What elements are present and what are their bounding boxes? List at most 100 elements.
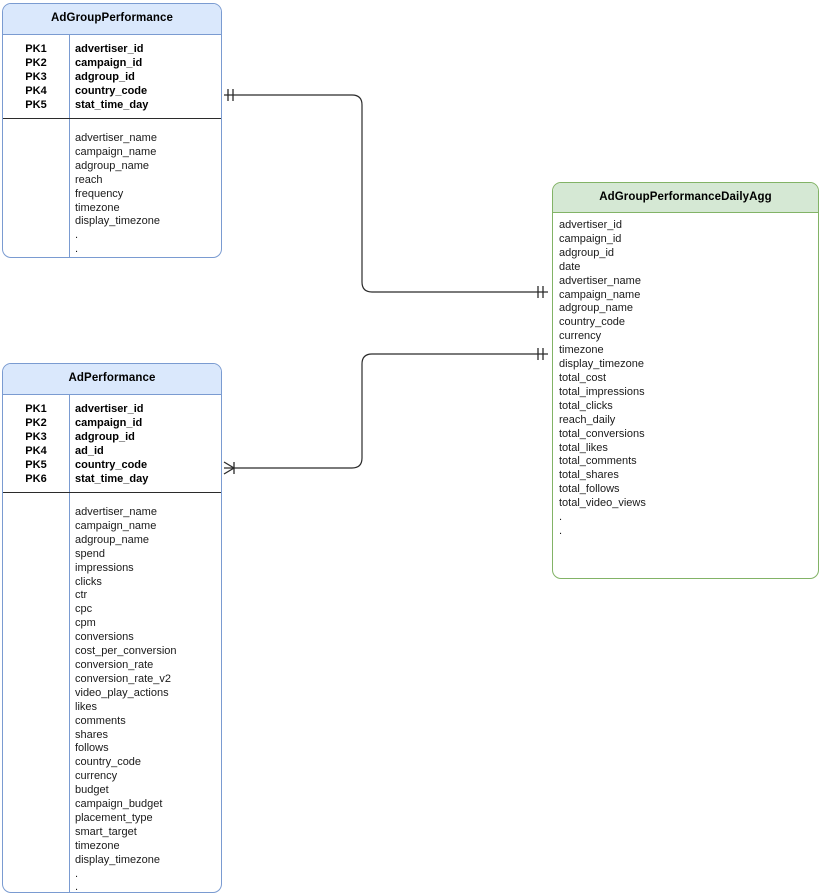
attribute-row: total_follows [559, 483, 620, 496]
attribute-row: . [75, 243, 79, 256]
pk-section-divider [3, 492, 221, 493]
attribute-row: cpm [75, 617, 96, 630]
attribute-row: advertiser_name [75, 132, 157, 144]
attribute-row: ctr [75, 589, 88, 602]
attribute-row: follows [75, 742, 109, 755]
primary-key-field: campaign_id [75, 56, 143, 69]
attribute-row: conversions [75, 631, 134, 644]
attribute-row: smart_target [75, 825, 137, 838]
attribute-row: frequency [75, 187, 124, 200]
attribute-row: total_comments [559, 455, 637, 468]
primary-key-field: adgroup_id [75, 70, 135, 83]
attribute-row: budget [75, 784, 109, 797]
entity-adgroupperformancedailyagg[interactable]: AdGroupPerformanceDailyAgg advertiser_id… [552, 182, 819, 579]
primary-key-field: advertiser_id [75, 43, 144, 55]
attribute-row: . [559, 524, 563, 537]
primary-key-field: advertiser_id [75, 403, 144, 415]
pk-section-divider [3, 118, 221, 119]
primary-key-field: stat_time_day [75, 472, 149, 485]
attribute-row: . [559, 511, 563, 524]
attribute-row: clicks [75, 575, 102, 588]
primary-key-field: ad_id [75, 444, 104, 457]
attribute-row: impressions [75, 561, 134, 574]
attribute-row: . [75, 867, 79, 880]
primary-key-field: adgroup_id [75, 430, 135, 443]
attribute-row: total_shares [559, 469, 619, 482]
attribute-row: display_timezone [75, 215, 160, 228]
attribute-row: campaign_budget [75, 798, 163, 811]
attribute-row: placement_type [75, 811, 153, 824]
attribute-row: adgroup_name [75, 159, 150, 172]
entity-title-adgroupperformance: AdGroupPerformance [3, 4, 221, 35]
attribute-row: cost_per_conversion [75, 645, 177, 658]
attribute-row: campaign_name [75, 519, 157, 532]
relationship-line-adgroupperformance-dailyagg[interactable] [224, 89, 548, 298]
attribute-row: date [559, 260, 581, 273]
attribute-row: video_play_actions [75, 686, 169, 699]
attribute-row: campaign_name [559, 288, 641, 301]
attribute-row: conversion_rate [75, 658, 154, 671]
attribute-row: campaign_id [559, 232, 622, 245]
primary-key-label: PK6 [25, 472, 47, 485]
attribute-row: campaign_name [75, 145, 157, 158]
attribute-row: country_code [559, 316, 626, 329]
attribute-row: comments [75, 714, 126, 727]
attribute-row: conversion_rate_v2 [75, 672, 172, 685]
column-divider [69, 395, 70, 892]
primary-key-label: PK3 [25, 70, 47, 83]
primary-key-label: PK5 [25, 98, 47, 111]
cardinality-one-and-only-one-start [227, 89, 234, 101]
attribute-row: total_impressions [559, 385, 645, 398]
attribute-row: advertiser_name [559, 274, 641, 287]
attribute-row: total_conversions [559, 427, 645, 440]
primary-key-label: PK2 [25, 56, 47, 69]
primary-key-field: country_code [75, 458, 148, 471]
attribute-row: currency [75, 770, 118, 783]
entity-title-adgroupperformancedailyagg: AdGroupPerformanceDailyAgg [553, 183, 818, 213]
attribute-row: . [75, 229, 79, 242]
attribute-row: advertiser_id [559, 219, 622, 231]
attribute-row: reach_daily [559, 413, 616, 426]
primary-key-label: PK4 [25, 444, 47, 457]
attribute-row: adgroup_name [559, 302, 634, 315]
attribute-row: total_cost [559, 371, 607, 384]
attribute-row: adgroup_name [75, 533, 150, 546]
attribute-row: country_code [75, 756, 142, 769]
attribute-row: display_timezone [75, 853, 160, 866]
entity-title-adperformance: AdPerformance [3, 364, 221, 395]
attribute-row: cpc [75, 603, 93, 616]
column-divider [69, 35, 70, 257]
primary-key-label: PK4 [25, 84, 47, 97]
cardinality-one-and-only-one-end [537, 286, 544, 298]
attribute-row: display_timezone [559, 358, 644, 371]
attribute-row: reach [75, 173, 103, 186]
relationship-line-adperformance-dailyagg[interactable] [223, 348, 548, 475]
attribute-row: timezone [75, 839, 120, 852]
cardinality-many-start [223, 461, 236, 475]
primary-key-label: PK2 [25, 416, 47, 429]
attribute-row: timezone [559, 344, 604, 357]
attribute-row: currency [559, 330, 602, 343]
primary-key-label: PK5 [25, 458, 47, 471]
primary-key-label: PK1 [25, 43, 47, 55]
attribute-row: total_likes [559, 441, 608, 454]
attribute-row: likes [75, 700, 98, 713]
attribute-row: advertiser_name [75, 506, 157, 518]
attribute-row: total_clicks [559, 399, 613, 412]
primary-key-field: stat_time_day [75, 98, 149, 111]
primary-key-field: campaign_id [75, 416, 143, 429]
primary-key-label: PK3 [25, 430, 47, 443]
attribute-row: shares [75, 728, 109, 741]
cardinality-one-and-only-one-end-2 [537, 348, 544, 360]
